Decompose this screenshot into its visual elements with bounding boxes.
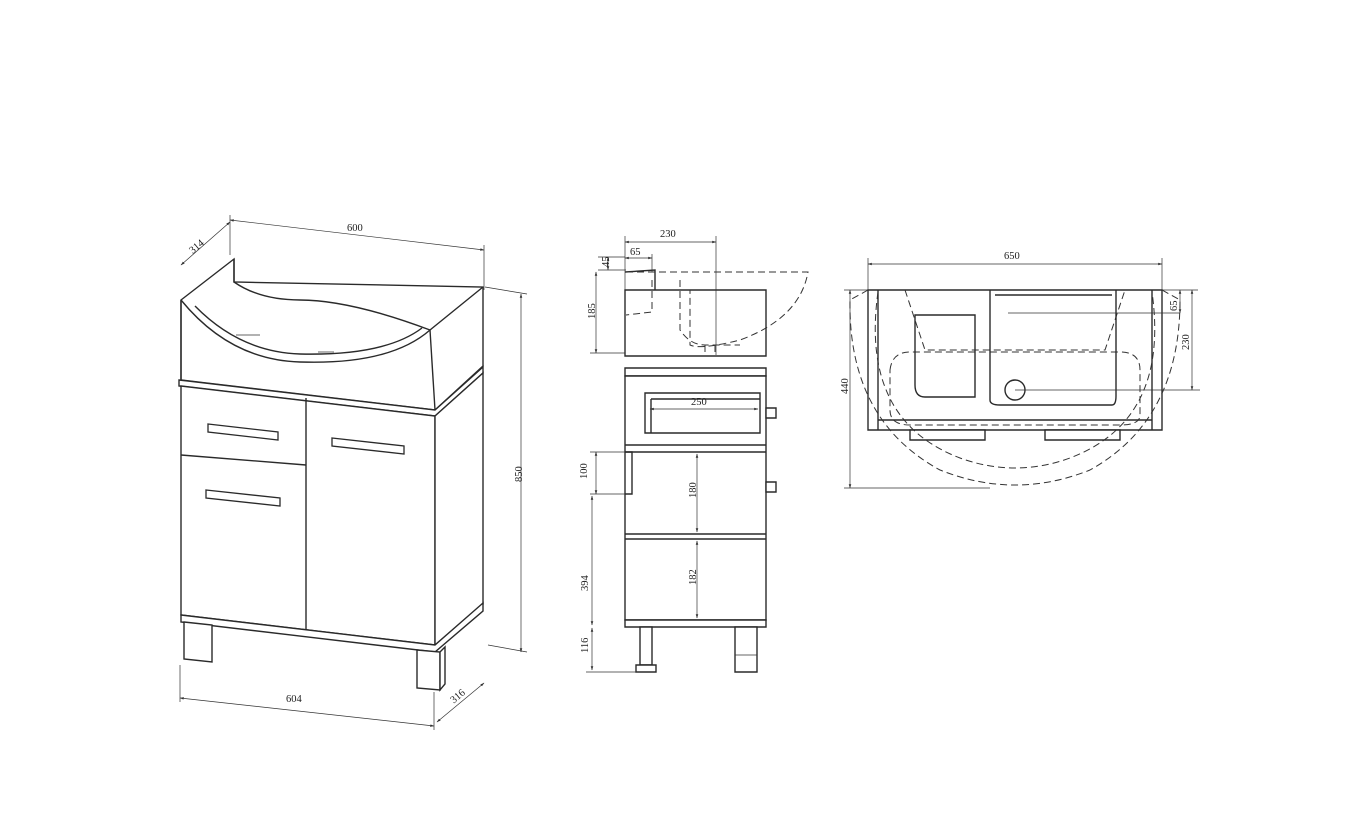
dim-top-width: 650: [1004, 251, 1020, 262]
dim-iso-height: 850: [514, 466, 525, 482]
dim-side-lower-section: 394: [580, 575, 591, 592]
dim-iso-width-bottom: 604: [286, 694, 303, 705]
isometric-view: [178, 215, 528, 730]
dim-side-shelf-lower: 182: [688, 569, 699, 585]
dim-top-depth: 440: [840, 378, 851, 394]
dim-side-top-offset: 230: [660, 229, 676, 240]
dim-iso-depth-bottom: 316: [449, 687, 468, 706]
dim-side-top-gap: 45: [601, 257, 612, 268]
dim-side-basin-height: 185: [587, 303, 598, 319]
dim-side-gap: 100: [579, 463, 590, 479]
top-view: [844, 258, 1200, 489]
dim-side-inner-offset: 65: [630, 247, 641, 258]
dim-side-leg-height: 116: [580, 638, 591, 653]
dim-iso-width-top: 600: [347, 223, 363, 234]
dim-side-shelf-upper: 180: [688, 482, 699, 498]
dim-iso-depth-top: 314: [187, 237, 207, 256]
side-view: [586, 236, 809, 673]
dim-top-offset-large: 230: [1181, 334, 1192, 350]
dim-top-offset-small: 65: [1169, 301, 1180, 312]
dim-side-drawer-width: 250: [691, 397, 707, 408]
